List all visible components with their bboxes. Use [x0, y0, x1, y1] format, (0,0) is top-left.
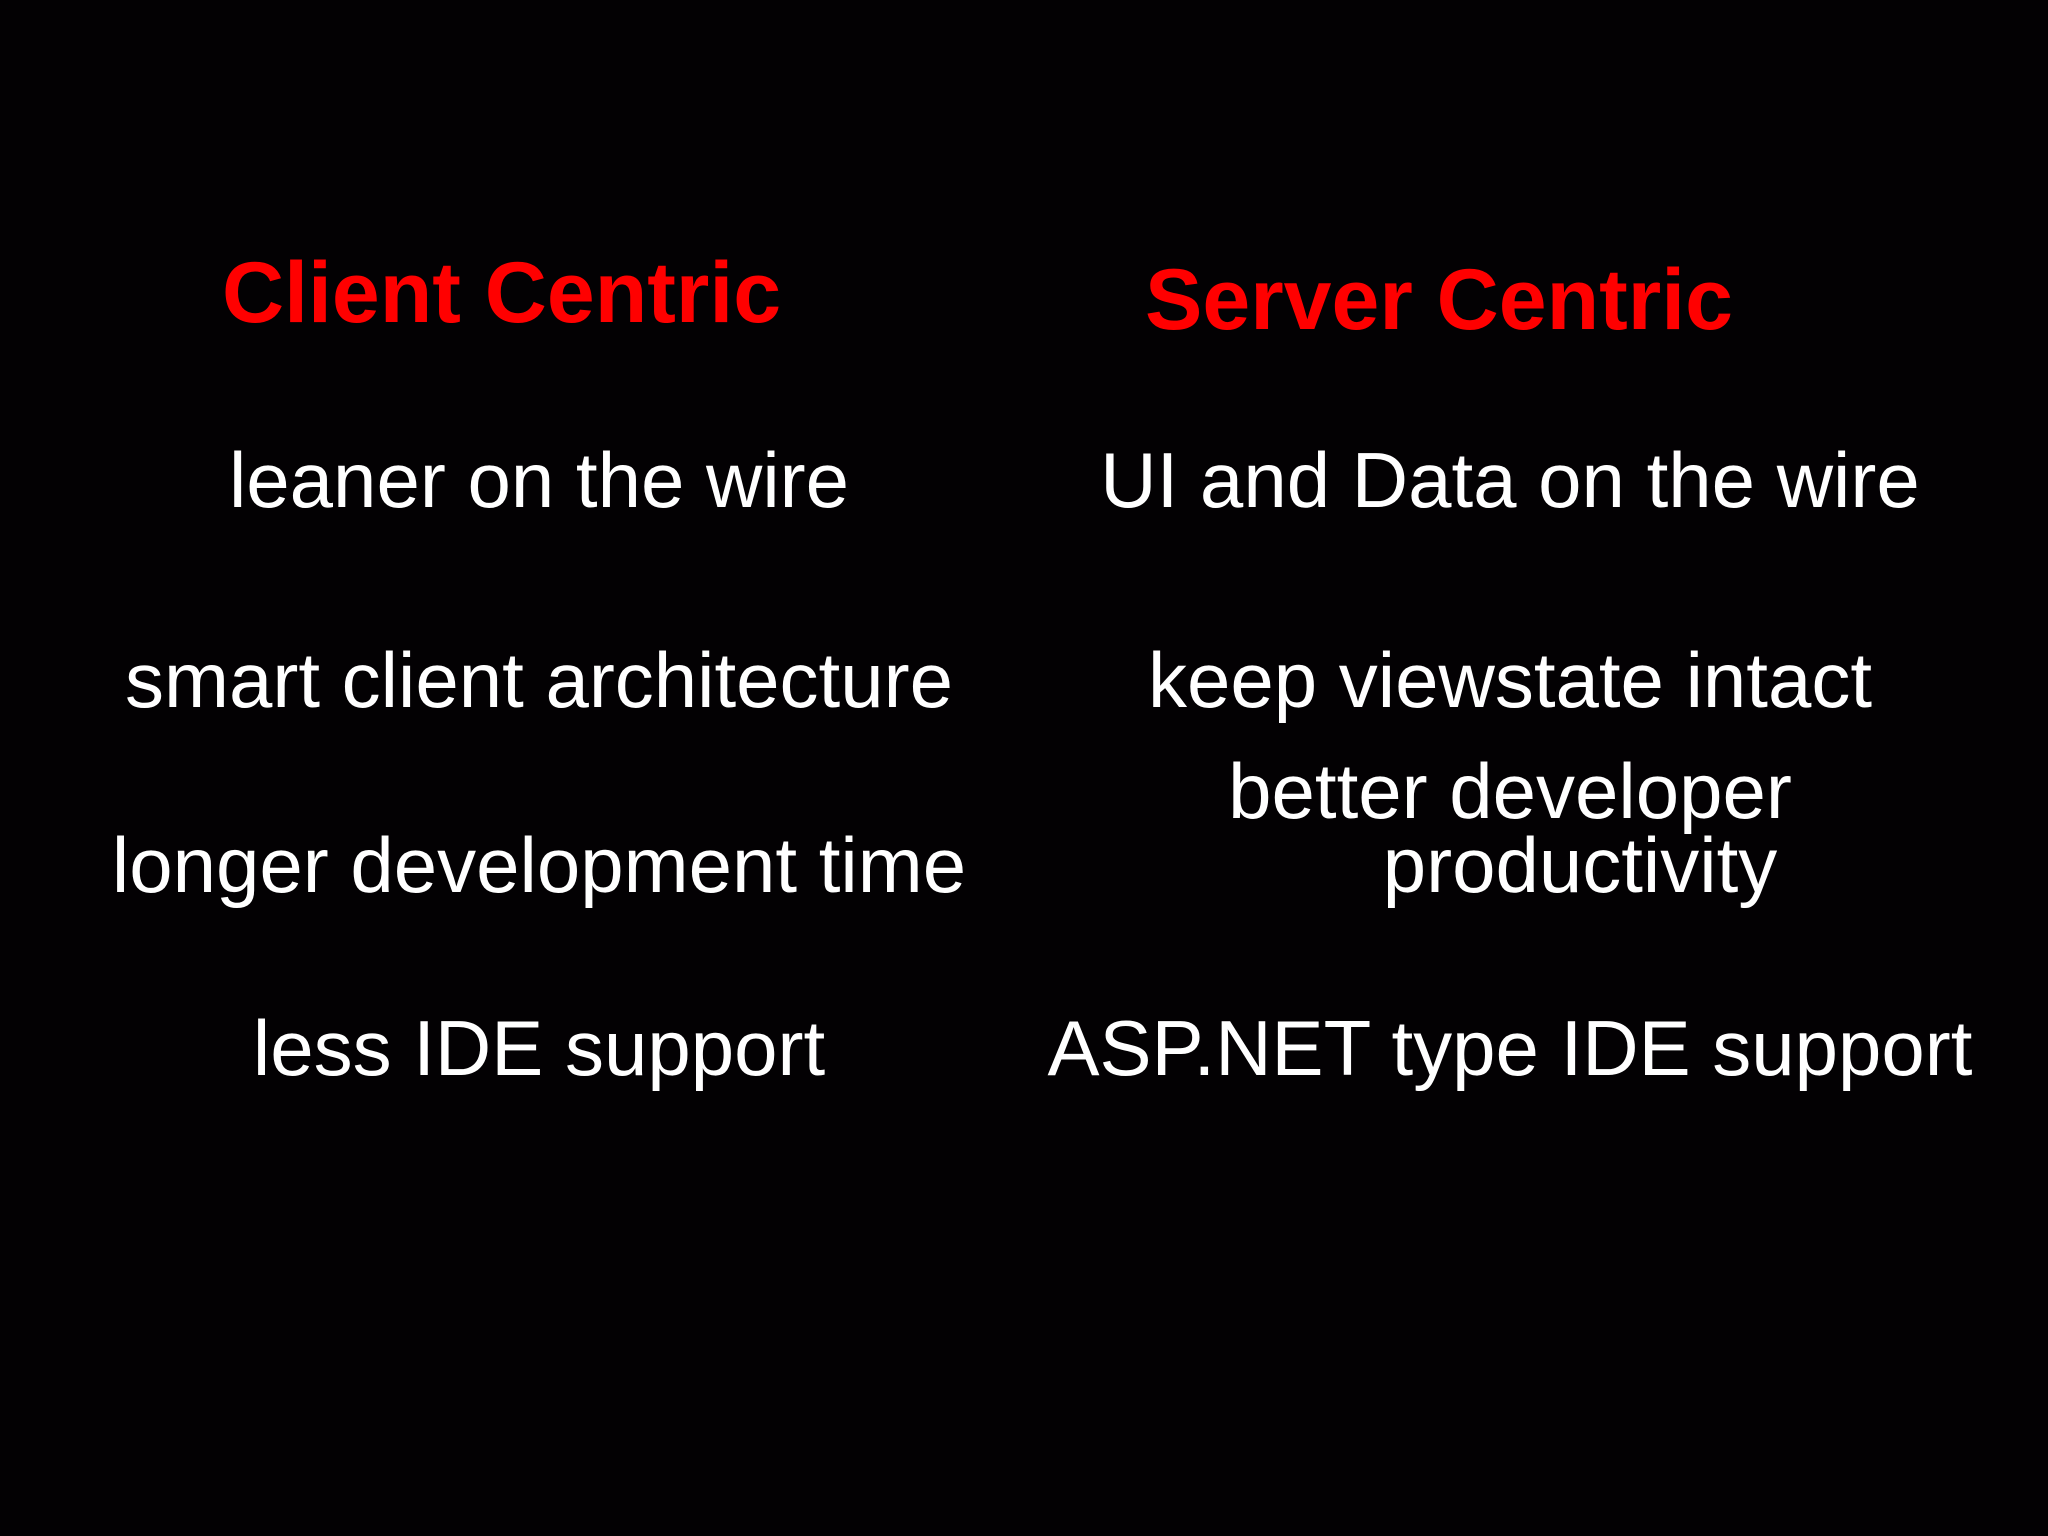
- server-item-3-line-2: productivity: [1382, 821, 1778, 909]
- client-item-1: leaner on the wire: [228, 436, 850, 524]
- server-centric-heading: Server Centric: [1145, 252, 1733, 348]
- server-item-2: keep viewstate intact: [1147, 636, 1873, 724]
- client-centric-heading: Client Centric: [222, 245, 782, 341]
- server-item-4: ASP.NET type IDE support: [1047, 1004, 1973, 1092]
- server-item-3-line-1: better developer: [1228, 747, 1792, 835]
- client-item-2: smart client architecture: [125, 636, 953, 724]
- client-item-3: longer development time: [111, 821, 967, 909]
- client-item-4: less IDE support: [252, 1004, 826, 1092]
- server-item-1: UI and Data on the wire: [1100, 436, 1920, 524]
